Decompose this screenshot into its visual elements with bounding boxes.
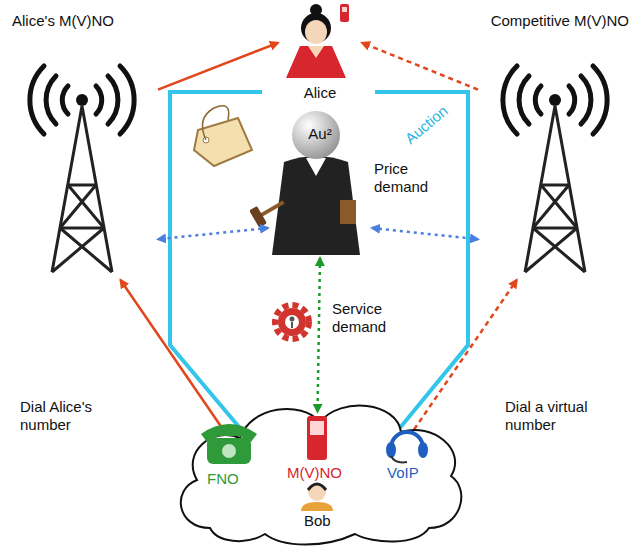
edge-label: Dial a virtual number <box>503 398 627 434</box>
connector-arrow <box>318 258 321 412</box>
connector-arrow <box>372 228 478 239</box>
user-alice: Alice <box>278 2 362 104</box>
node-text: Bob <box>304 512 331 530</box>
connector-arrow <box>158 228 268 239</box>
caller-cloud: FNO M(V)NO VoIP Bob <box>165 390 470 546</box>
price-demand-label: Price demand <box>372 160 451 196</box>
connector-arrow <box>158 43 278 90</box>
connector-arrow <box>362 43 478 90</box>
node-text: Alice <box>278 84 362 102</box>
node-text: M(V)NO <box>287 464 342 482</box>
edge-label: Service demand <box>330 300 409 336</box>
connector-arrow <box>409 280 517 437</box>
node-text: Alice's M(V)NO <box>12 12 114 30</box>
node-text: VoIP <box>387 464 419 482</box>
auction-label: Auction <box>400 93 462 149</box>
operator-tower: Competitive M(V)NO <box>478 8 633 280</box>
auction-outline <box>170 92 468 440</box>
node-text: FNO <box>207 470 239 488</box>
node-text: Au² <box>268 125 372 143</box>
edge-label: Dial Alice's number <box>18 398 137 434</box>
auctioneer: Au² <box>268 108 372 258</box>
judge-figure <box>249 111 360 255</box>
price-tag <box>194 106 252 166</box>
tower-left <box>30 66 134 272</box>
tower-right <box>503 66 607 272</box>
alice-figure <box>286 4 349 78</box>
node-text: Competitive M(V)NO <box>491 12 629 30</box>
operator-tower: Alice's M(V)NO <box>8 8 158 280</box>
service-gear <box>275 305 309 339</box>
